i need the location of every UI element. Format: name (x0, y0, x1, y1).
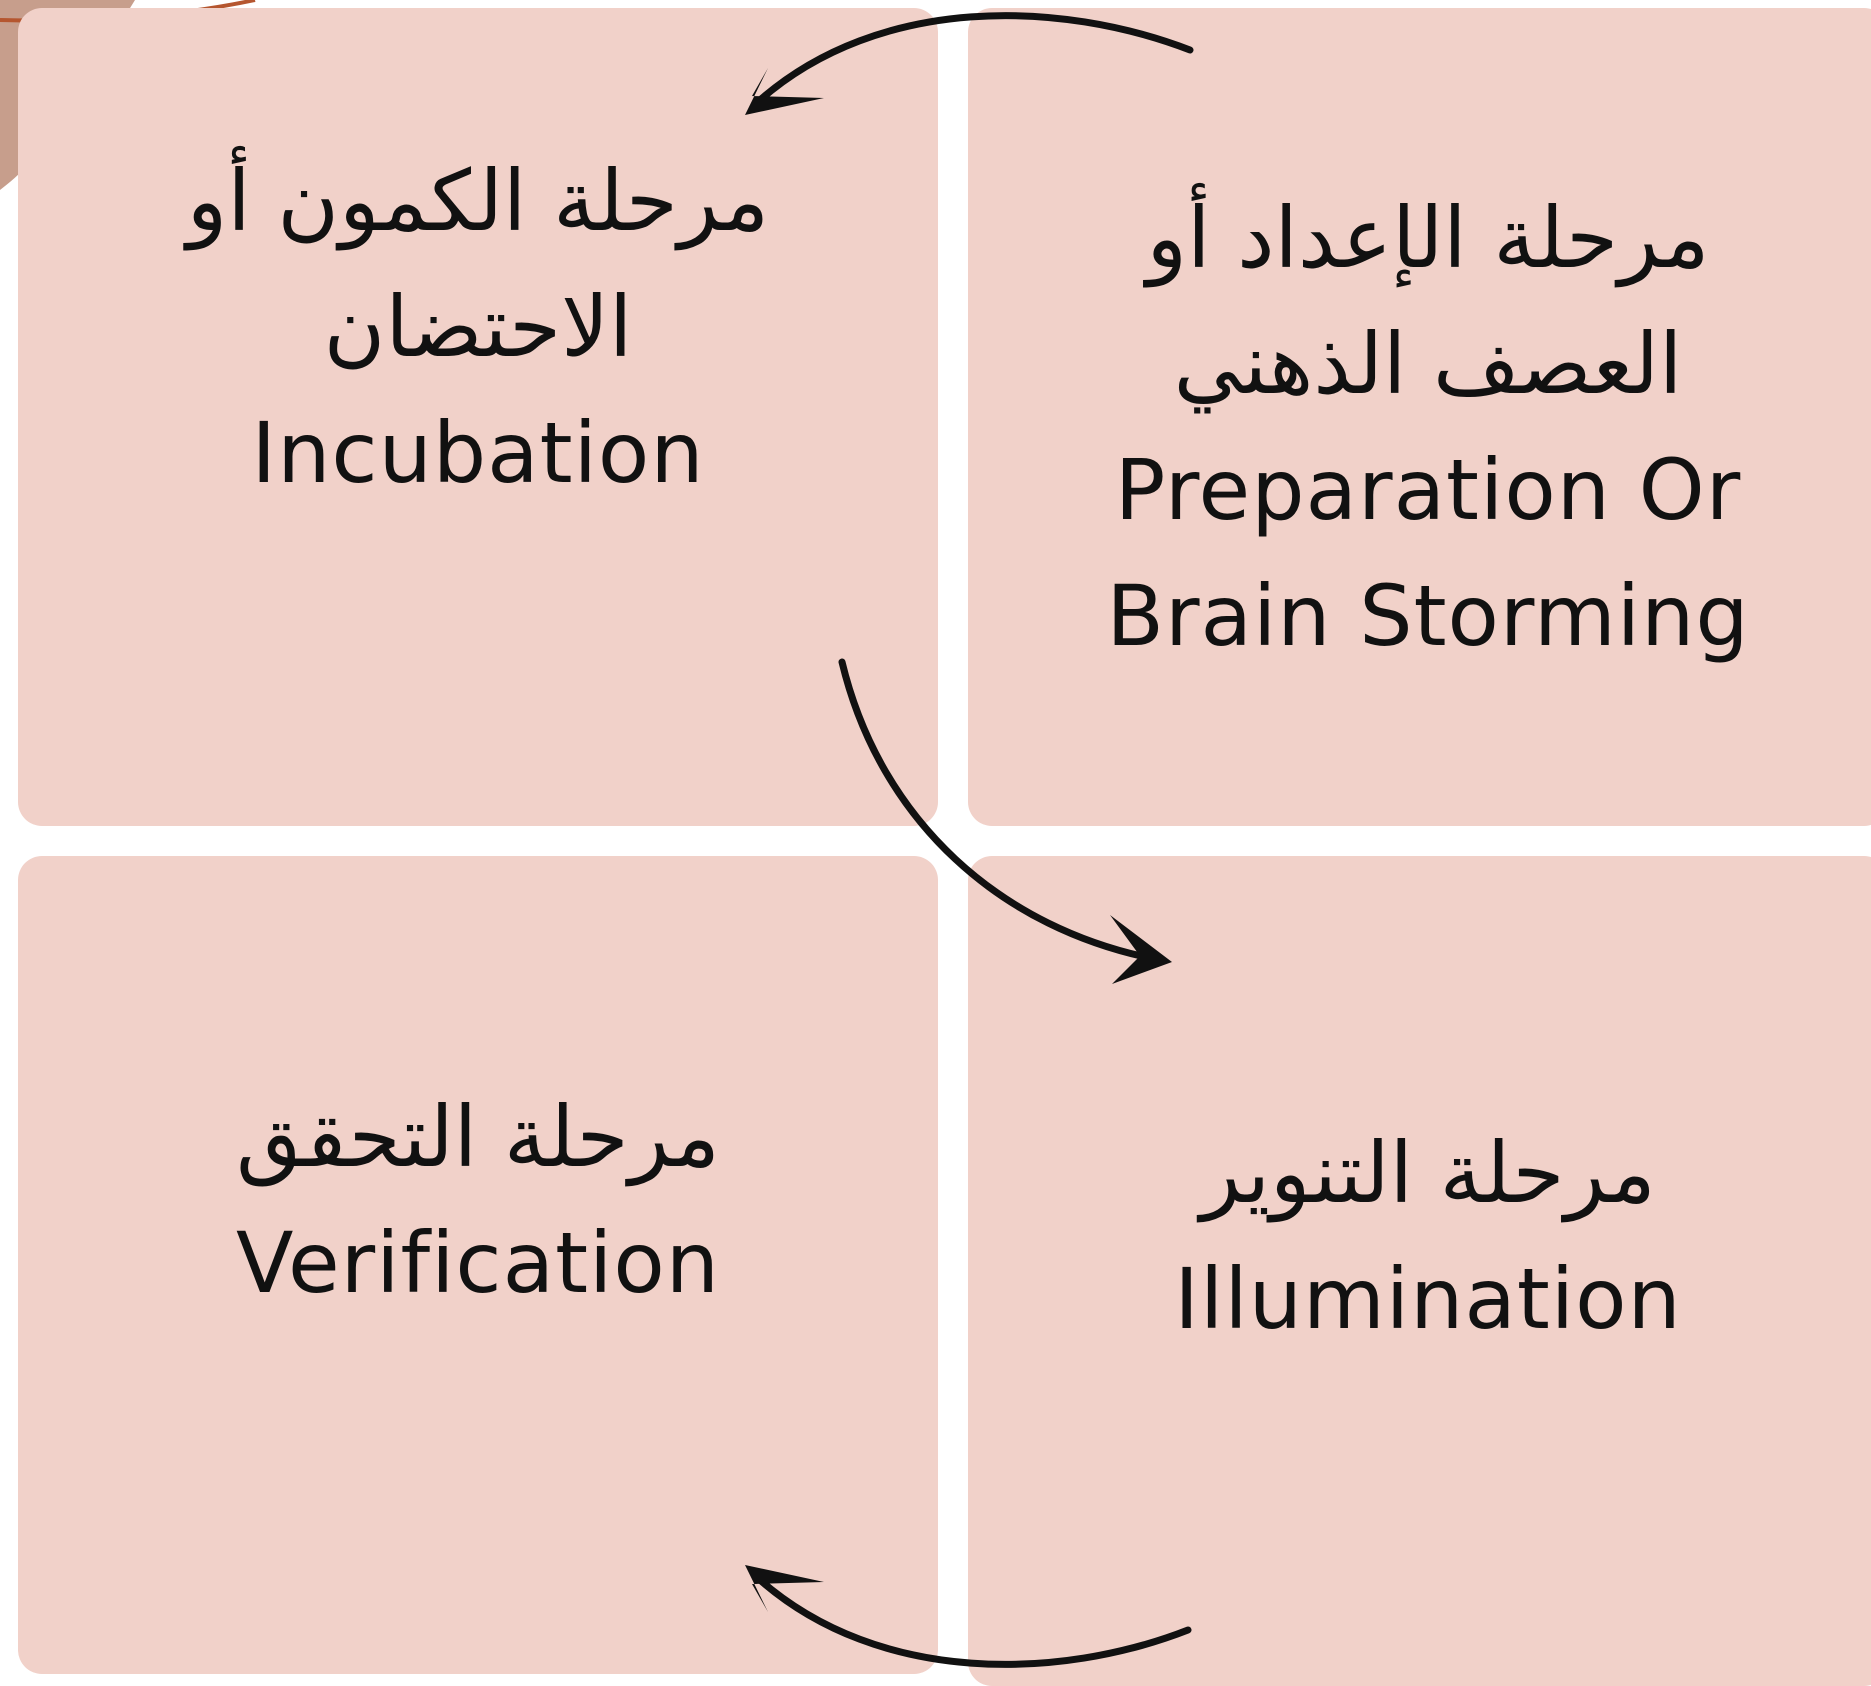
stage-card-illumination: مرحلة التنوير Illumination (968, 856, 1871, 1686)
stage-card-verification: مرحلة التحقق Verification (18, 856, 938, 1674)
stage-arabic-line: مرحلة الكمون أو (186, 152, 770, 250)
stage-english-line: Brain Storming (1106, 567, 1750, 665)
stage-english-line: Incubation (251, 404, 705, 502)
stage-arabic-line: العصف الذهني (1173, 315, 1683, 413)
stage-english-line: Preparation Or (1114, 441, 1742, 539)
stage-arabic-line: مرحلة الإعداد أو (1146, 189, 1710, 287)
stage-card-preparation: مرحلة الإعداد أو العصف الذهني Preparatio… (968, 8, 1871, 826)
stage-arabic-line: مرحلة التحقق (236, 1088, 720, 1186)
stage-arabic-line: الاحتضان (323, 278, 633, 376)
stage-card-incubation: مرحلة الكمون أو الاحتضان Incubation (18, 8, 938, 826)
stage-english-line: Verification (236, 1214, 720, 1312)
stage-arabic-line: مرحلة التنوير (1200, 1124, 1656, 1222)
stage-english-line: Illumination (1174, 1250, 1682, 1348)
